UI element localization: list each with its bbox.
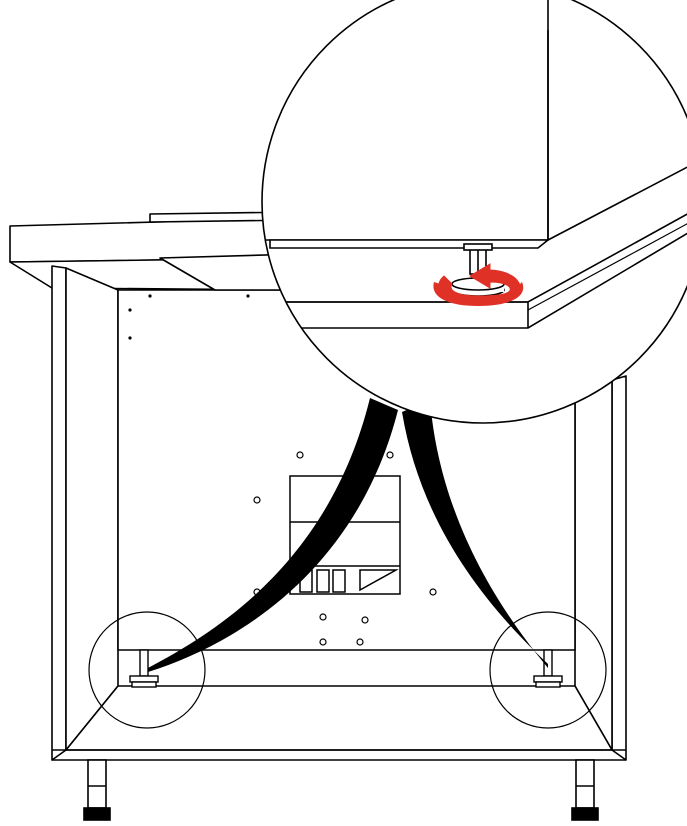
back-wall [65, 267, 119, 751]
leveling-foot-icon [129, 649, 563, 688]
cabinet-floor [65, 685, 613, 751]
zoom-detail [261, 0, 687, 424]
mechanism-box [289, 475, 401, 595]
zoom-circle-outline [261, 0, 687, 424]
left-side-panel [51, 265, 67, 761]
callout-ribbon-right [402, 400, 548, 668]
rear-panel-holes [128, 294, 250, 340]
right-side-panel [611, 375, 627, 761]
zoom-cabinet-corner [262, 0, 549, 241]
leg-right [575, 759, 595, 809]
callout-ribbons [148, 398, 548, 672]
rotate-arrow-icon [433, 263, 524, 306]
foot-callout-right [489, 611, 607, 729]
leg-left [87, 759, 107, 809]
foot-callout-left [88, 611, 206, 729]
callout-ribbon-left [148, 398, 398, 672]
cabinet-legs [83, 759, 599, 821]
